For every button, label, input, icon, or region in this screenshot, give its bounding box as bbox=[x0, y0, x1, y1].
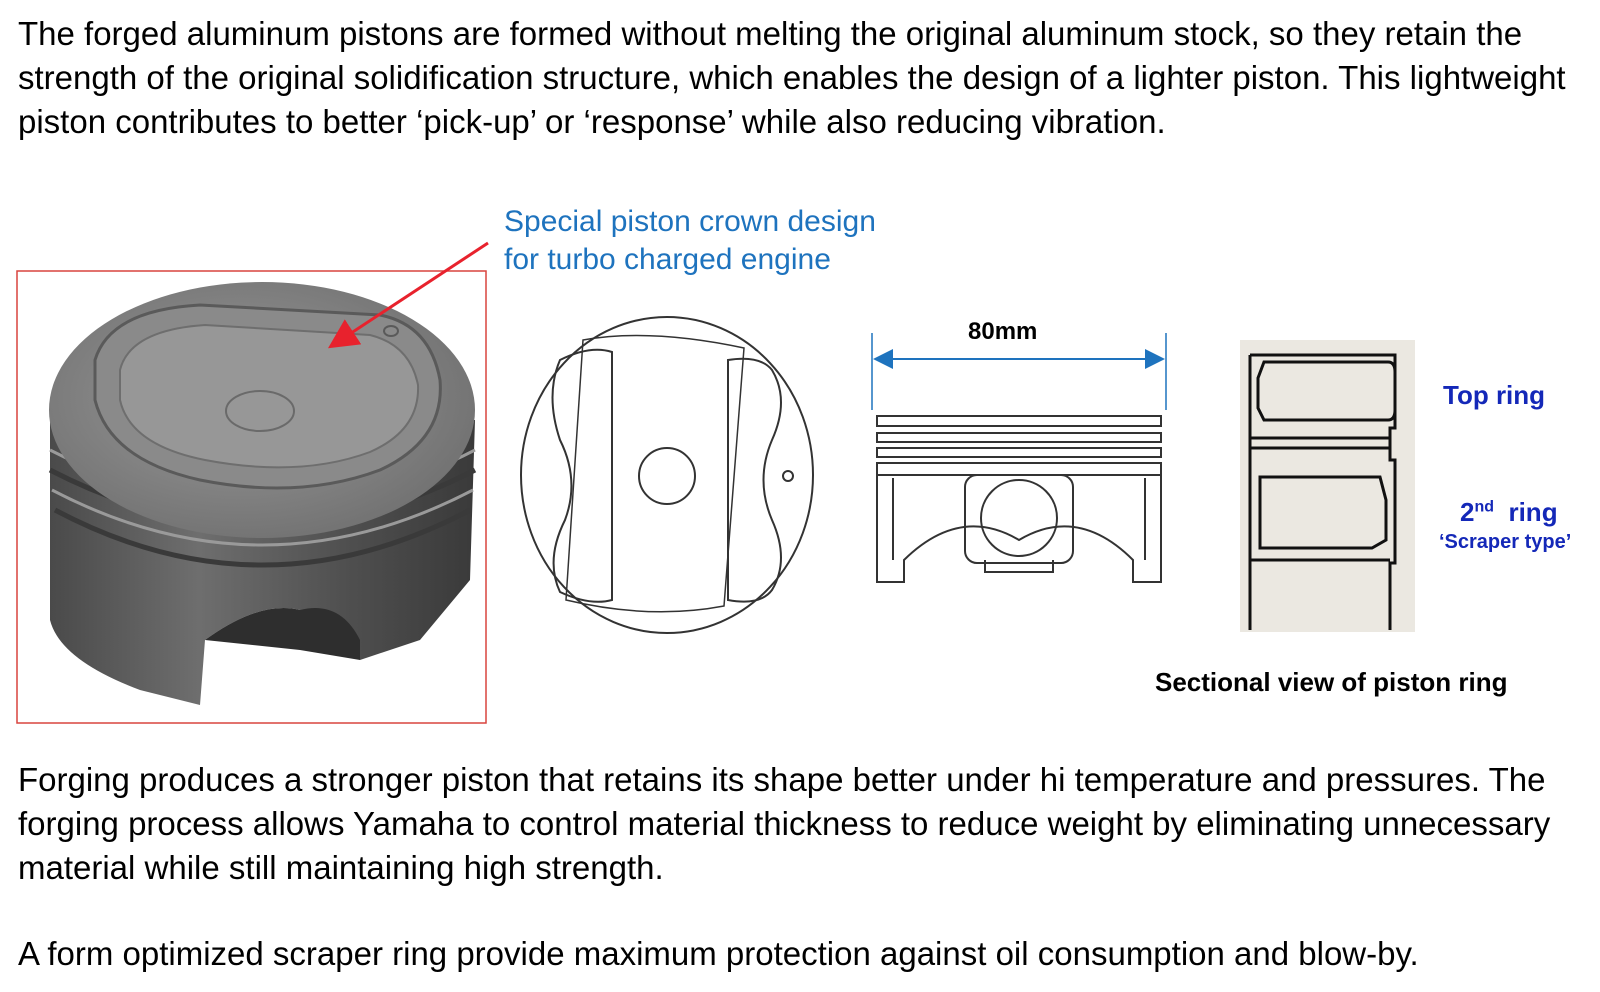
scraper-paragraph: A form optimized scraper ring provide ma… bbox=[18, 935, 1419, 972]
top-ring-label: Top ring bbox=[1443, 380, 1546, 410]
second-ring-label: 2nd ring bbox=[1460, 497, 1558, 528]
diameter-label: 80mm bbox=[968, 318, 1038, 345]
second-ring-number: 2 bbox=[1460, 497, 1475, 527]
crown-design-callout: Special piston crown design for turbo ch… bbox=[504, 203, 876, 279]
piston-side-view bbox=[871, 333, 1167, 583]
ring-section-view bbox=[1240, 340, 1415, 632]
intro-paragraph: The forged aluminum pistons are formed w… bbox=[18, 15, 1566, 140]
callout-line-1: Special piston crown design bbox=[504, 205, 876, 238]
second-ring-word: ring bbox=[1508, 497, 1558, 527]
callout-line-2: for turbo charged engine bbox=[504, 243, 831, 276]
section-view-caption: Sectional view of piston ring bbox=[1155, 667, 1508, 697]
second-ring-suffix: nd bbox=[1474, 498, 1495, 516]
piston-render bbox=[16, 241, 489, 724]
scraper-type-label: ‘Scraper type’ bbox=[1439, 531, 1572, 553]
piston-top-view bbox=[520, 316, 814, 634]
forging-paragraph: Forging produces a stronger piston that … bbox=[18, 761, 1551, 886]
